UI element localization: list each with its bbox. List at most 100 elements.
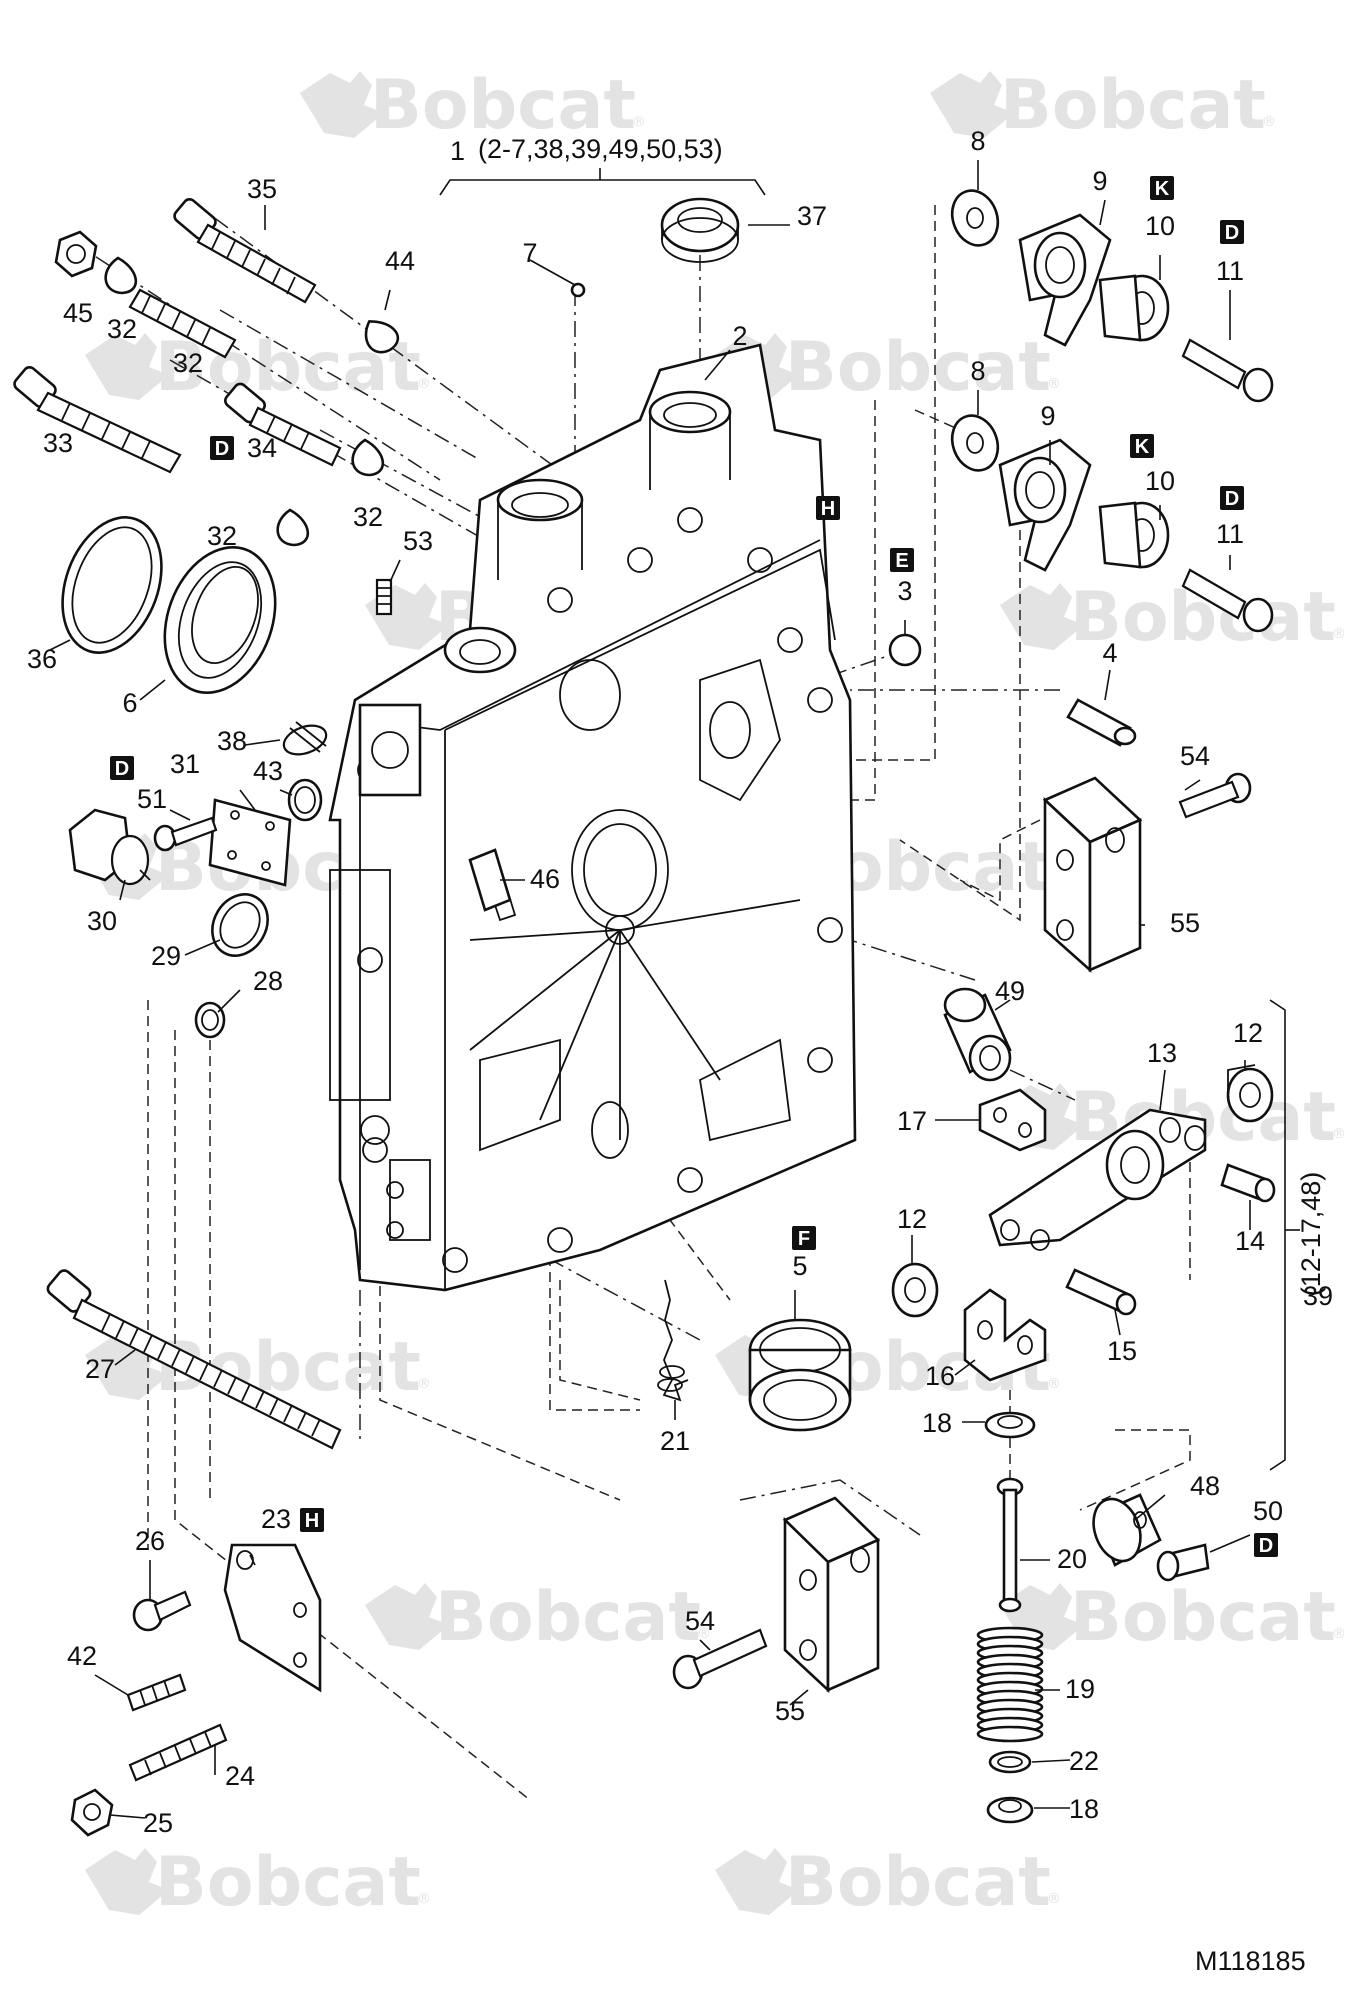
bobcat-logo-icon	[365, 1583, 449, 1650]
callout-37: 37	[797, 201, 827, 231]
part-17-clip	[978, 1088, 1047, 1152]
watermark-text: Bobcat	[435, 1578, 701, 1657]
callout-34: 34	[247, 433, 277, 463]
callout-48: 48	[1190, 1471, 1220, 1501]
part-14-pin	[1220, 1163, 1276, 1203]
part-19-spring	[976, 1626, 1044, 1743]
part-16-bracket	[963, 1288, 1047, 1382]
callout-10: 10	[1145, 211, 1175, 241]
bobcat-logo-icon	[85, 333, 169, 400]
watermark-mark: ®	[1047, 376, 1061, 392]
part-7-ball	[570, 282, 586, 298]
callout-17: 17	[897, 1106, 927, 1136]
part-45-nut	[54, 230, 98, 278]
watermark-mark: ®	[1332, 626, 1346, 642]
part-15-pin	[1065, 1268, 1137, 1316]
part-46-tab	[468, 848, 512, 912]
callout-13: 13	[1147, 1038, 1177, 1068]
watermark: Bobcat®	[85, 1843, 431, 1922]
callout-11: 11	[1216, 256, 1244, 286]
callout-15: 15	[1107, 1336, 1137, 1366]
bobcat-logo-icon	[300, 71, 384, 138]
callout-45: 45	[63, 298, 93, 328]
callout-8: 8	[970, 126, 985, 156]
callout-10: 10	[1145, 466, 1175, 496]
callout-18: 18	[922, 1408, 952, 1438]
badge-k: K	[1150, 176, 1174, 200]
watermark-mark: ®	[1262, 114, 1276, 130]
badge-h: H	[300, 1508, 324, 1532]
callout-4: 4	[1102, 638, 1117, 668]
watermark-text: Bobcat	[785, 328, 1051, 407]
part-30-plug	[68, 808, 151, 886]
callout-53: 53	[403, 526, 433, 556]
watermark: Bobcat®	[930, 66, 1276, 145]
watermark: Bobcat®	[715, 1843, 1061, 1922]
svg-text:D: D	[1259, 1535, 1273, 1557]
watermark-text: Bobcat	[155, 1843, 421, 1922]
part-53-set-screw	[375, 578, 393, 616]
svg-text:D: D	[1225, 488, 1239, 510]
callout-22: 22	[1069, 1746, 1099, 1776]
callout-3: 3	[897, 576, 912, 606]
badge-k: K	[1130, 434, 1154, 458]
group-39-label: 39	[1303, 1281, 1333, 1311]
callout-33: 33	[43, 428, 73, 458]
callout-2: 2	[732, 321, 747, 351]
callout-7: 7	[522, 238, 537, 268]
part-44-stud	[128, 288, 237, 359]
callout-55: 55	[775, 1696, 805, 1726]
callout-32: 32	[207, 521, 237, 551]
part-37-seal	[660, 197, 740, 263]
part-22-ring	[988, 1750, 1032, 1774]
callout-54: 54	[1180, 741, 1210, 771]
bobcat-logo-icon	[715, 1848, 799, 1915]
part-5-bearing	[748, 1318, 852, 1432]
callout-51: 51	[137, 784, 167, 814]
leader-lines	[49, 160, 1300, 1819]
callout-42: 42	[67, 1641, 97, 1671]
part-36-o-ring	[61, 516, 163, 654]
svg-text:F: F	[798, 1228, 810, 1250]
callout-43: 43	[253, 756, 283, 786]
part-54-screw	[1178, 772, 1252, 819]
watermark: Bobcat®	[365, 1578, 711, 1657]
group-39-members: (12-17,48)	[1296, 1172, 1326, 1297]
part-51-screw	[153, 816, 218, 852]
watermark-text: Bobcat	[1070, 1578, 1336, 1657]
callout-25: 25	[143, 1808, 173, 1838]
callout-50: 50	[1253, 1496, 1283, 1526]
group-1-label: 1	[450, 136, 465, 166]
watermark-mark: ®	[417, 376, 431, 392]
part-4-pin	[1066, 698, 1137, 747]
badge-d: D	[1220, 220, 1244, 244]
part-54-screw-bottom	[672, 1628, 768, 1690]
svg-text:D: D	[115, 758, 129, 780]
part-34-bolt	[224, 382, 342, 467]
badge-d: D	[210, 436, 234, 460]
badge-d: D	[1254, 1533, 1278, 1557]
callout-31: 31	[170, 749, 200, 779]
badge-f: F	[792, 1226, 816, 1250]
callout-38: 38	[217, 726, 247, 756]
callout-36: 36	[27, 644, 57, 674]
part-10-bushing	[1098, 274, 1170, 569]
watermark-mark: ®	[417, 1376, 431, 1392]
part-50-screw	[1156, 1543, 1210, 1582]
part-13-lever	[988, 1108, 1207, 1251]
part-11-cap-screw	[1181, 338, 1274, 633]
watermark-mark: ®	[1047, 1376, 1061, 1392]
part-43-o-ring	[287, 778, 323, 822]
part-9-arm	[998, 213, 1112, 572]
part-8-washer	[950, 189, 1000, 247]
watermark-text: Bobcat	[785, 1843, 1051, 1922]
callout-9: 9	[1040, 401, 1055, 431]
callout-32: 32	[353, 502, 383, 532]
part-48-sleeve	[1092, 1493, 1162, 1567]
callout-54: 54	[685, 1606, 715, 1636]
part-49-sleeve	[943, 987, 1012, 1082]
part-55-block-bottom	[782, 1496, 881, 1693]
part-18-washer	[984, 1411, 1036, 1439]
part-12-bushing	[891, 1064, 1274, 1318]
